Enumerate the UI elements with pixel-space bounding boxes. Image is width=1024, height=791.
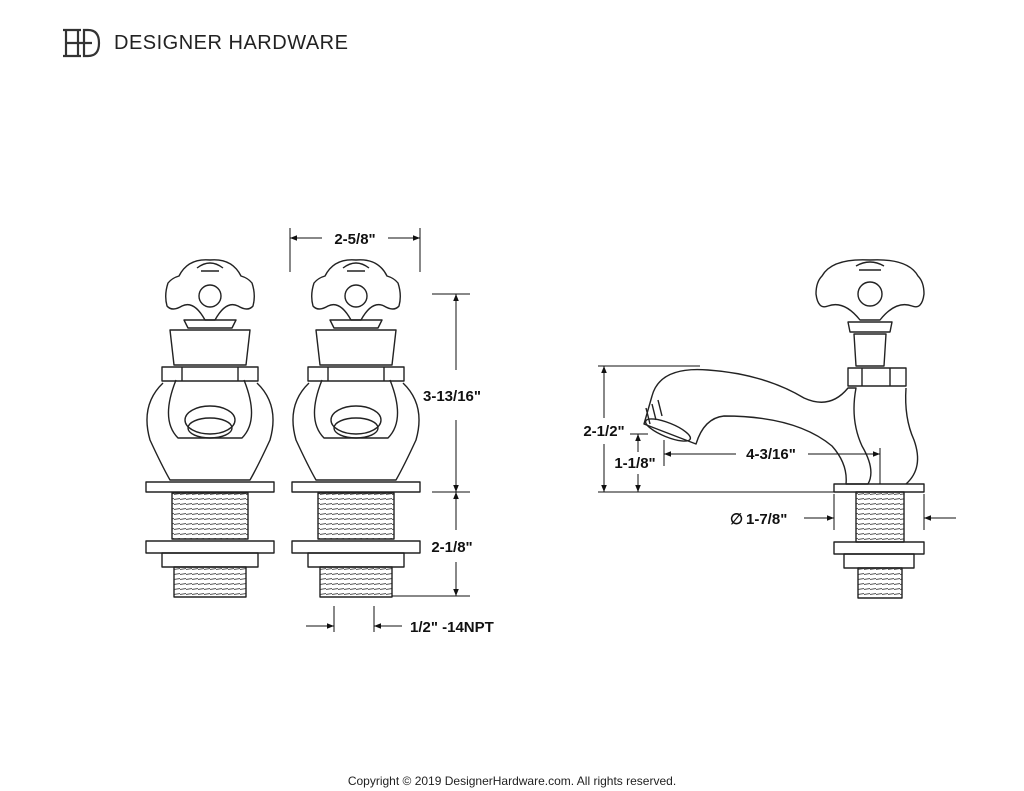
hex-nut-side	[847, 367, 907, 387]
brand-name: DESIGNER HARDWARE	[114, 31, 349, 54]
dim-spout-outlet-height: 1-1/8"	[614, 455, 655, 472]
dim-body-height: 3-13/16"	[423, 388, 481, 405]
hex-nut	[161, 366, 259, 382]
dim-spout-height: 2-1/2"	[583, 423, 624, 440]
dim-flange-diameter-symbol: ∅	[730, 511, 743, 528]
dh-monogram-icon	[63, 28, 101, 58]
dim-flange-diameter: 1-7/8"	[746, 511, 787, 528]
upper-shank	[171, 492, 249, 540]
dimension-lines-side	[598, 365, 956, 530]
body	[146, 382, 274, 481]
faucet-front-view-left	[145, 259, 275, 598]
spout	[643, 368, 872, 485]
stem-collar	[183, 319, 237, 329]
spout-outlet-side	[644, 418, 692, 442]
dim-spout-reach: 4-3/16"	[746, 446, 796, 463]
dimension-lines-front	[289, 228, 470, 632]
lower-shank	[173, 566, 247, 598]
lock-nut	[145, 540, 275, 554]
faucet-side-view	[643, 259, 925, 599]
dim-thread-size: 1/2" -14NPT	[410, 619, 494, 636]
spout-outlet	[184, 405, 236, 435]
copyright-notice: Copyright © 2019 DesignerHardware.com. A…	[347, 774, 677, 788]
cross-handle-side	[815, 259, 925, 321]
flange	[145, 481, 275, 493]
handle-cap	[196, 262, 224, 269]
dim-handle-width: 2-5/8"	[334, 231, 375, 248]
bonnet-side	[853, 333, 887, 367]
header: DESIGNER HARDWARE	[62, 26, 348, 60]
cross-handle	[165, 259, 255, 321]
handle-button	[198, 284, 222, 308]
dim-shank-length: 2-1/8"	[431, 539, 472, 556]
bonnet	[169, 329, 251, 366]
faucet-front-view-right	[291, 259, 421, 598]
